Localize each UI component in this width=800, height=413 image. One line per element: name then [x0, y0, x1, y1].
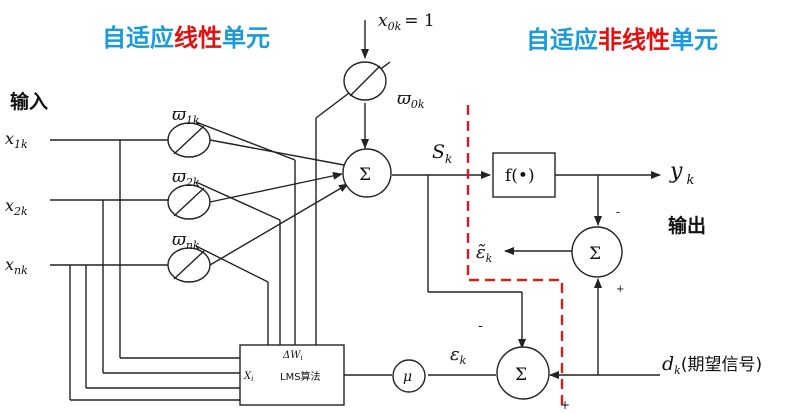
- plus-sign-output: +: [616, 284, 624, 295]
- wire-lms-w1-d: [195, 121, 296, 161]
- x1k-label: x1k: [5, 129, 28, 151]
- w2k-label: ϖ2k: [172, 167, 200, 189]
- delta-w-label: ΔWi: [282, 350, 303, 362]
- sum-nodes: [342, 148, 623, 400]
- minus-sign-linear: -: [478, 318, 483, 334]
- sum-symbol-linear-error: Σ: [515, 365, 527, 385]
- x2k-label: x2k: [5, 196, 28, 218]
- sk-label: Sk: [432, 141, 452, 166]
- sum-symbol-output-error: Σ: [589, 244, 601, 264]
- w0k-label: ϖ0k: [397, 89, 425, 111]
- title-linear-unit: 自适应线性单元: [102, 24, 270, 52]
- activation-block: [492, 152, 556, 198]
- dk-label: dk(期望信号): [662, 353, 762, 377]
- eps-tilde-label: ε̃k: [476, 242, 493, 265]
- xi-label: Xi: [243, 371, 253, 383]
- weight-nodes: [167, 61, 387, 283]
- sum-node-linear-error: [496, 346, 550, 400]
- wire-w2-sum: [209, 171, 343, 203]
- wnk-label: ϖnk: [172, 230, 200, 252]
- w1k-label: ϖ1k: [172, 105, 200, 127]
- weight-slash-wn: [173, 250, 205, 280]
- wire-lms-w2-d: [195, 181, 281, 221]
- eps-label: εk: [450, 344, 467, 367]
- sum-node-output-error: [571, 226, 623, 278]
- output-label: 输出: [668, 214, 706, 237]
- minus-sign-output: -: [616, 205, 620, 219]
- input-label: 输入: [10, 90, 48, 113]
- activation-label: f(•): [505, 166, 535, 186]
- mu-node: [392, 359, 426, 393]
- weight-slash-w2: [173, 187, 205, 217]
- weight-slash-w1: [173, 125, 205, 155]
- xnk-label: xnk: [5, 255, 28, 277]
- x0k-label: x0k= 1: [378, 11, 435, 33]
- wire-lms-wn-d: [195, 245, 269, 283]
- weight-slash-w0: [349, 65, 381, 97]
- sum-node-main: [342, 148, 392, 198]
- plus-sign-linear: +: [560, 398, 570, 412]
- unit-boundary-line: [466, 105, 564, 410]
- lms-block: [239, 344, 345, 406]
- title-nonlinear-unit: 自适应非线性单元: [526, 26, 718, 54]
- mu-label: μ: [403, 369, 412, 385]
- sum-symbol-main: Σ: [359, 165, 371, 185]
- lms-label: LMS算法: [280, 370, 321, 383]
- wire-wn-sum: [209, 183, 349, 266]
